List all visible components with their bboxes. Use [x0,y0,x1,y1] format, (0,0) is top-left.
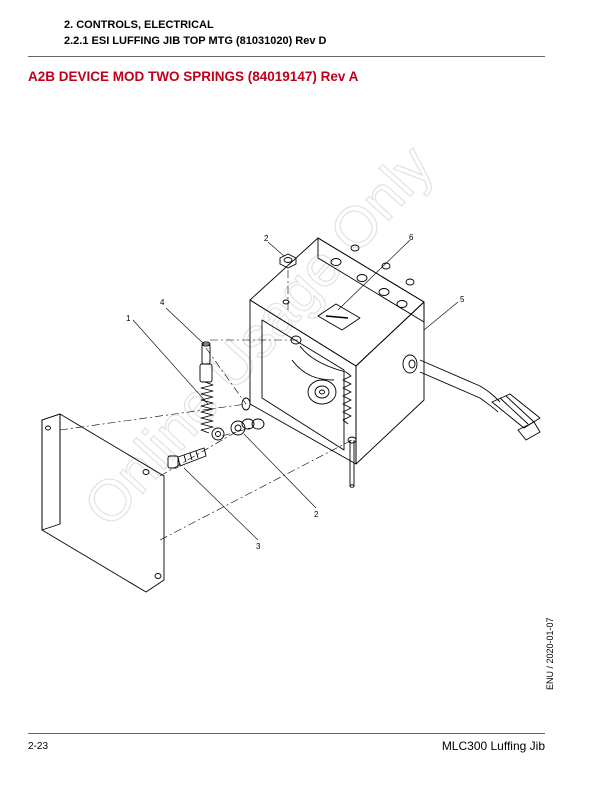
watermark: Online Usage Only [71,133,445,538]
nut-top [279,253,297,269]
cable-connector [402,354,541,441]
section-title: A2B DEVICE MOD TWO SPRINGS (84019147) Re… [28,69,359,84]
leader-lines [132,239,459,541]
limit-switch [291,345,347,405]
product-name: MLC300 Luffing Jib [441,739,545,753]
revision-stamp: ENU / 2020-01-07 [545,617,555,690]
subsection-heading: 2.2.1 ESI LUFFING JIB TOP MTG (81031020)… [64,35,327,47]
callout-5: 5 [460,295,465,304]
chapter-heading: 2. CONTROLS, ELECTRICAL [64,19,214,31]
inner-spring [342,371,352,425]
callout-1: 1 [126,314,131,323]
callout-2-top: 2 [264,234,269,243]
header-rule [28,56,545,57]
top-bolts [282,244,415,345]
nut-lower [230,420,246,436]
cover-plate [41,413,165,593]
projection-lines [59,270,353,541]
callout-6: 6 [409,233,414,242]
callout-4: 4 [160,298,165,307]
box-front-opening [261,319,345,451]
box-right-face [355,301,425,465]
page-number: 2-23 [28,741,49,752]
bolt [167,447,207,469]
footer-rule [28,733,545,734]
callout-3: 3 [256,542,261,551]
callout-2-lower: 2 [314,510,319,519]
id-plate [317,303,361,331]
